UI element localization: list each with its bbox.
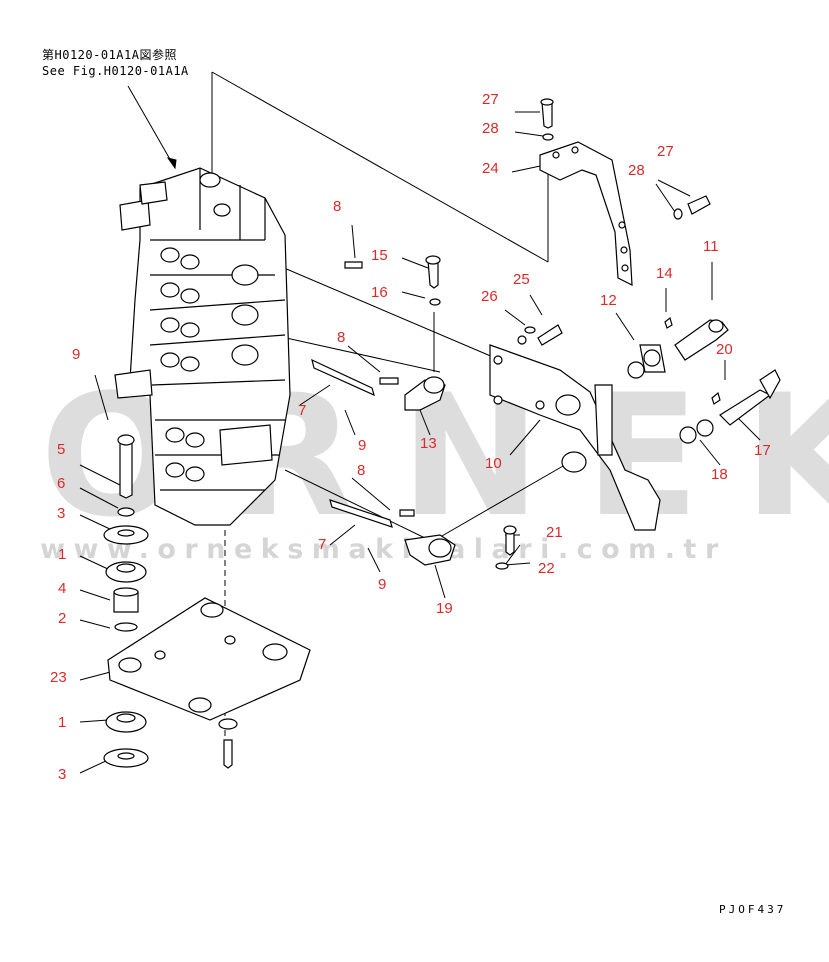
reference-arrow [127,85,176,169]
callout-28a: 28 [482,120,499,137]
callouts: 27 28 24 27 28 11 8 15 16 25 26 14 12 20… [50,91,771,783]
watermark-url: www.orneksmakinalari.com.tr [40,534,727,565]
callout-9a: 9 [72,346,80,363]
callout-7b: 7 [318,536,326,553]
reference-note-english: See Fig.H0120-01A1A [42,64,189,78]
callout-25: 25 [513,271,530,288]
callout-1b: 1 [58,714,66,731]
callout-3a: 3 [57,505,65,522]
callout-27a: 27 [482,91,499,108]
callout-23: 23 [50,669,67,686]
callout-24: 24 [482,160,499,177]
drawing-code: PJOF437 [719,903,787,916]
callout-22: 22 [538,560,555,577]
callout-1a: 1 [58,546,66,563]
callout-26: 26 [481,288,498,305]
callout-19: 19 [436,600,453,617]
callout-16: 16 [371,284,388,301]
callout-9b: 9 [358,437,366,454]
bracket-assembly [103,98,781,769]
callout-11: 11 [703,238,719,255]
callout-8b: 8 [337,329,345,346]
callout-5: 5 [57,441,65,458]
callout-10: 10 [485,455,502,472]
callout-6: 6 [57,475,65,492]
callout-15: 15 [371,247,388,264]
callout-17: 17 [754,442,771,459]
callout-13: 13 [420,435,437,452]
callout-3b: 3 [58,766,66,783]
callout-20: 20 [716,341,733,358]
callout-12: 12 [600,292,617,309]
callout-28b: 28 [628,162,645,179]
callout-14: 14 [656,265,673,282]
callout-8c: 8 [357,462,365,479]
reference-arrowhead [166,157,177,170]
callout-27b: 27 [657,143,674,160]
callout-4: 4 [58,580,66,597]
valve-assembly [114,167,291,526]
reference-note-japanese: 第H0120-01A1A図参照 [42,48,177,62]
callout-18: 18 [711,466,728,483]
callout-8a: 8 [333,198,341,215]
callout-7a: 7 [298,402,306,419]
callout-21: 21 [546,524,563,541]
callout-2: 2 [58,610,66,627]
callout-9c: 9 [378,576,386,593]
